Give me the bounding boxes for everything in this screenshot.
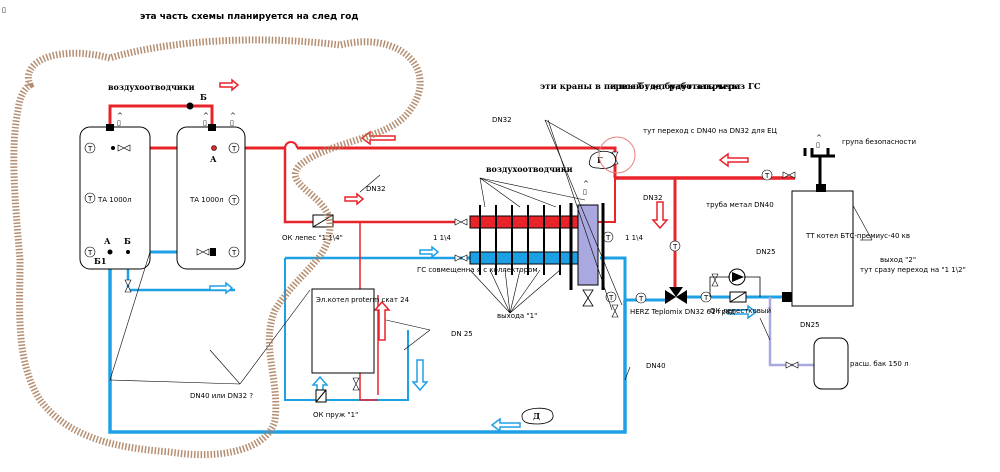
t-sensor-12: T [764, 172, 770, 180]
dn25-right-top: DN25 [756, 248, 776, 256]
circulation-pump [709, 268, 761, 297]
safety-caret: ^ [816, 134, 822, 142]
mark-a-upper: А [210, 154, 217, 164]
safety-glyph: ▯ [816, 141, 820, 149]
collector-air-vent: ▯ [583, 188, 587, 196]
t-sensor-4: T [231, 145, 237, 153]
leader-lines [109, 119, 873, 385]
ok-petal-right-valve [729, 291, 747, 303]
dn32-top: DN32 [492, 116, 512, 124]
transition-1-1-2: тут сразу переход на "1 1\2" [860, 266, 966, 274]
el-boiler-label: Эл.котел proterm скат 24 [316, 296, 410, 304]
valves-closed-note: эти краны в первый год будут закрыты [540, 81, 741, 92]
dn25-left: DN 25 [451, 330, 473, 338]
return-pipes [108, 250, 795, 434]
dn32-right: DN32 [643, 194, 663, 202]
ok-spring-valve: ОК пруж "1" [313, 389, 358, 419]
top-note: эта часть схемы планируется на след год [140, 12, 359, 22]
expansion-tank-label: расш. бак 150 л [850, 360, 909, 368]
herz-label: HERZ Teplomix DN32 61 град [630, 308, 735, 316]
collector-outlets [479, 205, 561, 275]
dn40-bottom: DN40 [646, 362, 666, 370]
air-vent-caret-2: ^ [203, 112, 209, 120]
air-vent-3: ▯ [230, 119, 234, 127]
size-1-1-4-left: 1 1\4 [433, 234, 451, 242]
air-vent-1: ▯ [117, 119, 121, 127]
output-2-label: выход "2" [880, 256, 916, 264]
collector [469, 203, 605, 307]
air-vents-left-label: воздухоотводчики [108, 82, 195, 92]
air-vent-caret-1: ^ [117, 112, 123, 120]
gs-note-1: ГС совмещенна я с коллектором [417, 266, 538, 274]
transition-note: тут переход с DN40 на DN32 для ЕЦ [643, 127, 778, 135]
air-vents-center-label: воздухоотводчики [486, 164, 573, 174]
tank-a1-label: ТА 1000л [97, 196, 132, 204]
electric-boiler: Эл.котел proterm скат 24 [311, 288, 410, 374]
t-sensor-10: T [672, 243, 678, 251]
t-sensor-13: T [605, 234, 611, 242]
t-sensor-2: T [87, 195, 93, 203]
dn40-or-dn32: DN40 или DN32 ? [190, 392, 253, 400]
planned-zone-scribble [10, 36, 424, 459]
t-sensor-5: T [231, 197, 237, 205]
t-sensor-8: T [608, 294, 614, 302]
mark-d-shape: Д [521, 407, 554, 425]
mark-b-top: Б [200, 92, 207, 102]
t-sensor-9: T [638, 295, 644, 303]
t-sensor-3: T [87, 249, 93, 257]
t-sensor-6: T [231, 249, 237, 257]
dn32-mid: DN32 [366, 185, 386, 193]
ok-petal-right-label: ОК лепестковый [710, 307, 771, 315]
air-vent-caret-3: ^ [230, 112, 236, 120]
tt-boiler-label: ТТ котел БТС-премиус-40 кв [805, 232, 910, 240]
corner-glyph: ▯ [2, 6, 6, 14]
valves [117, 144, 799, 391]
metal-pipe-label: труба метал DN40 [706, 201, 774, 209]
outputs-1-label: выхода "1" [497, 312, 537, 320]
mark-d: Д [533, 411, 540, 421]
ok-petal-valve: ОК лепес "1 1\4" [282, 214, 343, 242]
expansion-tank: расш. бак 150 л [813, 337, 909, 390]
herz-valve: HERZ Teplomix DN32 61 град [630, 287, 735, 316]
flow-arrows-blue [209, 245, 758, 433]
collector-air-vent-caret: ^ [583, 180, 589, 188]
tank-ports [106, 102, 217, 256]
tank-a2-label: ТА 1000л [189, 196, 224, 204]
expansion-line [768, 297, 815, 367]
mark-b1: Б1 [94, 256, 106, 266]
t-sensor-1: T [87, 145, 93, 153]
dn25-right-bottom: DN25 [800, 321, 820, 329]
safety-group: ^ ▯ група безопасности [803, 134, 916, 184]
mark-b-lower: Б [124, 236, 131, 246]
highlight-circle [598, 136, 636, 174]
t-sensor-11: T [703, 294, 709, 302]
tt-boiler: ТТ котел БТС-премиус-40 кв [782, 184, 910, 307]
ok-petal-label: ОК лепес "1 1\4" [282, 234, 343, 242]
safety-group-label: група безопасности [842, 138, 916, 146]
ok-spring-label: ОК пруж "1" [313, 411, 358, 419]
collector-air-vents: ^ ▯ [583, 180, 589, 196]
via-gs-note: и все будет работать через ГС [610, 81, 761, 92]
air-vent-2: ▯ [203, 119, 207, 127]
tank-a1: ТА 1000л [79, 126, 151, 270]
mark-a-lower: А [104, 236, 111, 246]
size-1-1-4-right: 1 1\4 [625, 234, 643, 242]
